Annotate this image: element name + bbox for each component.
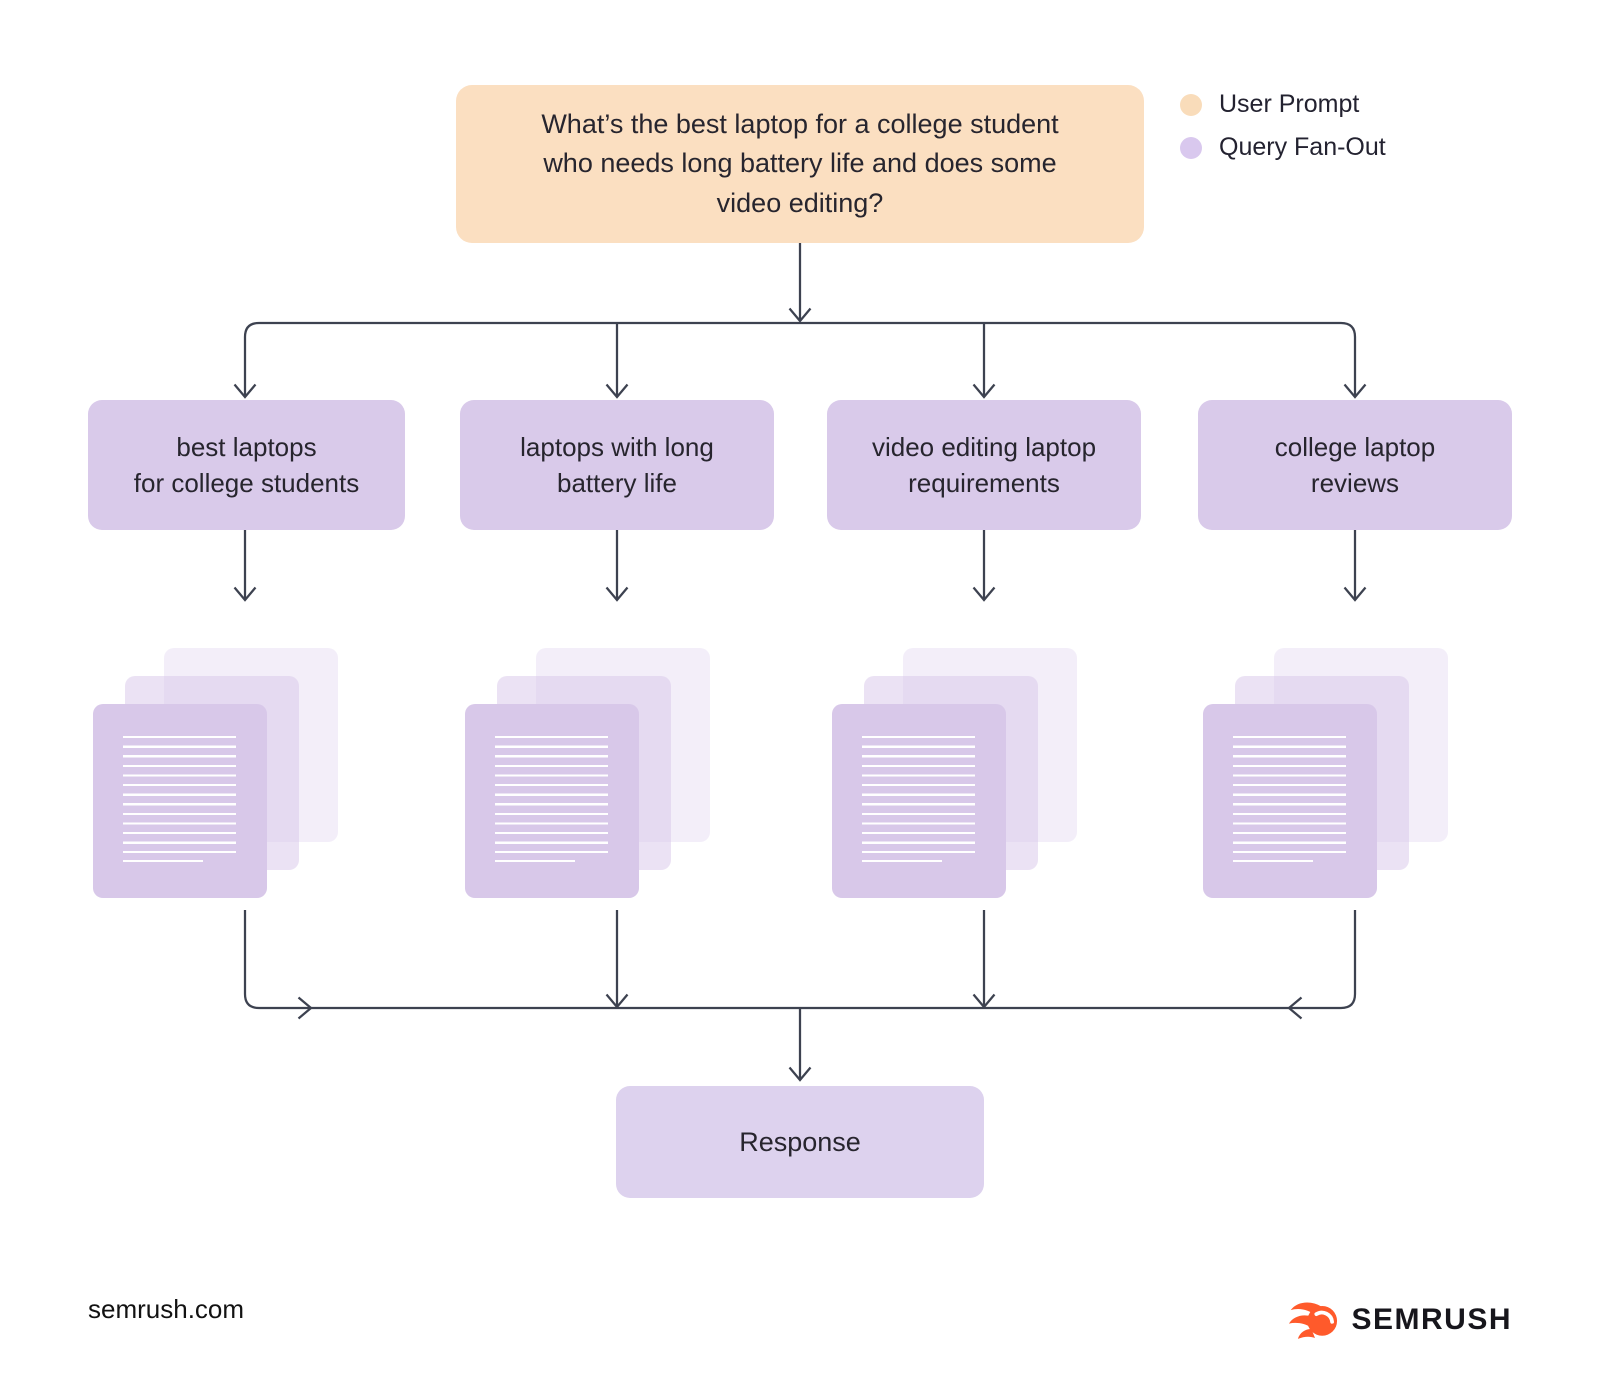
legend-item-query-fanout: Query Fan-Out <box>1180 133 1386 162</box>
document-stack <box>465 648 711 900</box>
document-page-icon <box>93 704 267 898</box>
document-page-icon <box>832 704 1006 898</box>
query-box-college-reviews: college laptop reviews <box>1198 400 1512 530</box>
query-box-best-laptops: best laptops for college students <box>88 400 405 530</box>
document-text-lines <box>1233 736 1346 863</box>
arrowhead <box>972 586 996 602</box>
arrowhead <box>297 996 313 1020</box>
user-prompt-swatch <box>1180 93 1202 116</box>
document-stack <box>93 648 339 900</box>
query-fanout-swatch <box>1180 136 1202 159</box>
query-box-video-editing: video editing laptop requirements <box>827 400 1141 530</box>
semrush-wordmark: SEMRUSH <box>1351 1303 1512 1336</box>
document-stack <box>1203 648 1449 900</box>
user-prompt-box: What’s the best laptop for a college stu… <box>456 85 1144 243</box>
fanout-rail <box>243 321 1357 396</box>
arrowhead <box>605 383 629 399</box>
arrowhead <box>1343 586 1367 602</box>
arrowhead <box>972 993 996 1009</box>
document-text-lines <box>123 736 236 863</box>
document-text-lines <box>862 736 975 863</box>
arrowhead <box>788 1066 812 1082</box>
document-stack <box>832 648 1078 900</box>
convergence-rail <box>243 910 1357 1010</box>
arrowhead <box>972 383 996 399</box>
document-page-icon <box>1203 704 1377 898</box>
legend-label: User Prompt <box>1219 90 1360 118</box>
arrowhead <box>605 993 629 1009</box>
document-text-lines <box>495 736 608 863</box>
legend-item-user-prompt: User Prompt <box>1180 90 1386 119</box>
semrush-logo: SEMRUSH <box>1288 1298 1512 1342</box>
legend: User Prompt Query Fan-Out <box>1180 90 1386 162</box>
footer-website: semrush.com <box>88 1294 245 1324</box>
semrush-comet-icon <box>1289 1302 1338 1339</box>
arrowhead <box>1287 996 1303 1020</box>
arrowhead <box>233 383 257 399</box>
arrowhead <box>1343 383 1367 399</box>
query-box-battery-life: laptops with long battery life <box>460 400 774 530</box>
response-box: Response <box>616 1086 984 1198</box>
arrowhead <box>605 586 629 602</box>
arrowhead <box>788 307 812 323</box>
document-page-icon <box>465 704 639 898</box>
legend-label: Query Fan-Out <box>1219 133 1386 161</box>
arrowhead <box>233 586 257 602</box>
